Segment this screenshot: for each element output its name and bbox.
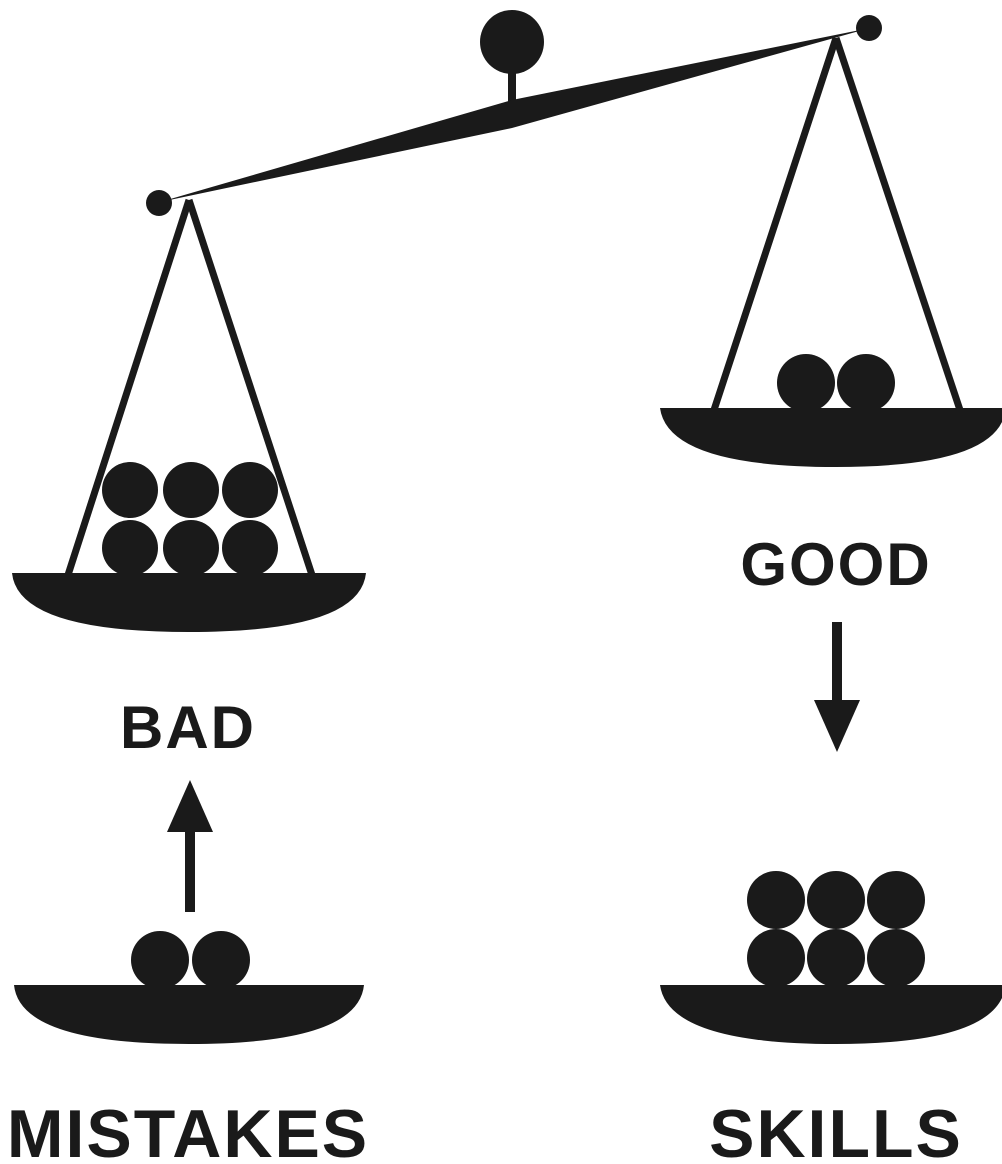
ball	[807, 929, 865, 987]
ball	[807, 871, 865, 929]
ball	[102, 462, 158, 518]
ball	[131, 931, 189, 989]
ball	[747, 929, 805, 987]
beam-left-end-knob	[146, 190, 172, 216]
skills-label: SKILLS	[709, 1096, 963, 1164]
bad-pan-bowl	[12, 573, 366, 632]
skills-pan	[660, 871, 1002, 1044]
left-hanging-pan	[12, 198, 366, 632]
ball	[837, 354, 895, 412]
ball	[222, 462, 278, 518]
right-hanging-pan	[660, 36, 1002, 467]
good-pan-balls	[777, 354, 895, 412]
arrow-down-icon	[814, 622, 860, 752]
ball	[867, 871, 925, 929]
ball	[163, 520, 219, 576]
mistakes-pan-balls	[131, 931, 250, 989]
left-pan-string-outer	[64, 198, 193, 577]
right-pan-string-outer	[710, 36, 840, 412]
ball	[222, 520, 278, 576]
ball	[163, 462, 219, 518]
ball	[102, 520, 158, 576]
good-pan-bowl	[660, 408, 1002, 467]
good-label: GOOD	[740, 531, 931, 598]
mistakes-pan	[14, 931, 364, 1044]
bad-label: BAD	[120, 694, 256, 761]
ball	[192, 931, 250, 989]
arrow-up-icon	[167, 780, 213, 912]
beam-right-end-knob	[856, 15, 882, 41]
scale-top-knob	[480, 10, 544, 108]
scale-beam	[146, 15, 882, 216]
skills-pan-bowl	[660, 985, 1002, 1044]
right-pan-string-inner	[832, 36, 964, 412]
mistakes-label: MISTAKES	[7, 1096, 369, 1164]
left-pan-string-inner	[185, 198, 316, 577]
ball	[777, 354, 835, 412]
mistakes-pan-bowl	[14, 985, 364, 1044]
bad-pan-balls	[102, 462, 278, 576]
skills-pan-balls	[747, 871, 925, 987]
ball	[867, 929, 925, 987]
ball	[747, 871, 805, 929]
